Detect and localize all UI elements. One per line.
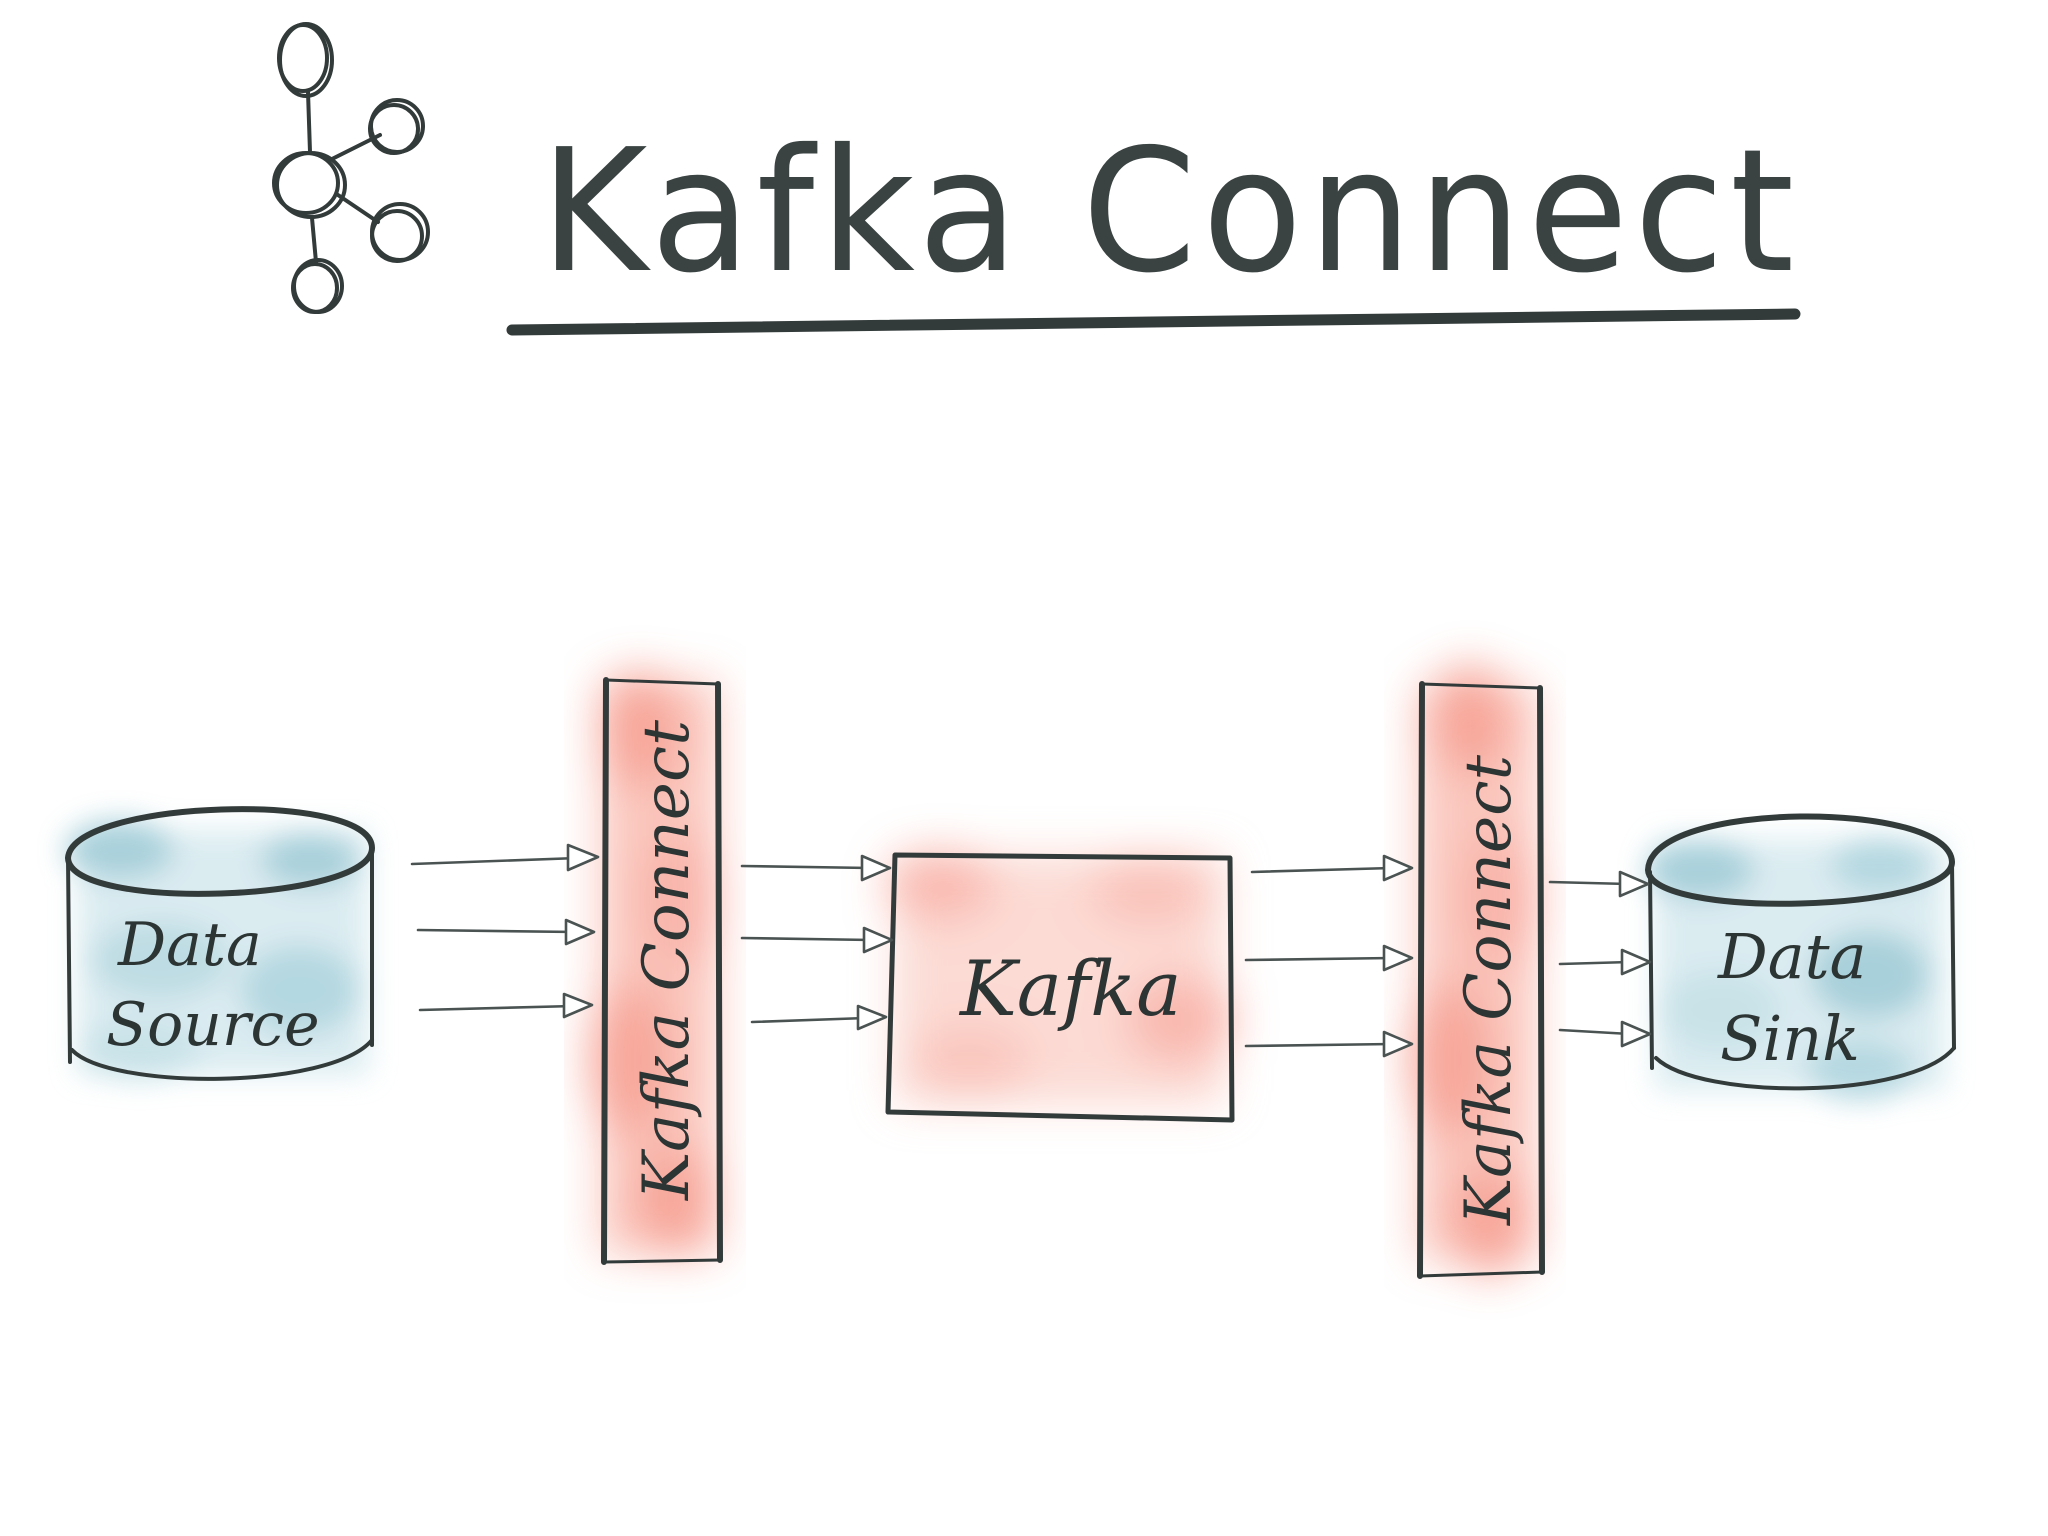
page-title: Kafka Connect bbox=[540, 113, 1800, 311]
source-kafka-connect: Kafka Connect bbox=[590, 670, 723, 1265]
arrows-connect-to-kafka bbox=[740, 854, 894, 1031]
sink-kafka-connect-label: Kafka Connect bbox=[1452, 755, 1526, 1226]
data-sink-database: Data Sink bbox=[1645, 813, 1956, 1100]
title-underline bbox=[506, 308, 1801, 336]
arrows-source-to-connect bbox=[410, 843, 600, 1019]
arrows-kafka-to-connect bbox=[1244, 854, 1414, 1058]
data-source-label-line2: Source bbox=[106, 990, 320, 1060]
data-sink-label-line2: Sink bbox=[1720, 1002, 1860, 1075]
data-sink-label-line1: Data bbox=[1717, 920, 1867, 993]
kafka-label: Kafka bbox=[958, 944, 1182, 1033]
source-kafka-connect-label: Kafka Connect bbox=[630, 720, 704, 1201]
kafka-cluster-icon bbox=[272, 22, 430, 314]
data-source-label-line1: Data bbox=[117, 910, 262, 980]
kafka-box: Kafka bbox=[885, 850, 1235, 1123]
arrows-connect-to-sink bbox=[1548, 870, 1652, 1048]
data-source-database: Data Source bbox=[65, 806, 375, 1081]
sink-kafka-connect: Kafka Connect bbox=[1410, 665, 1545, 1279]
